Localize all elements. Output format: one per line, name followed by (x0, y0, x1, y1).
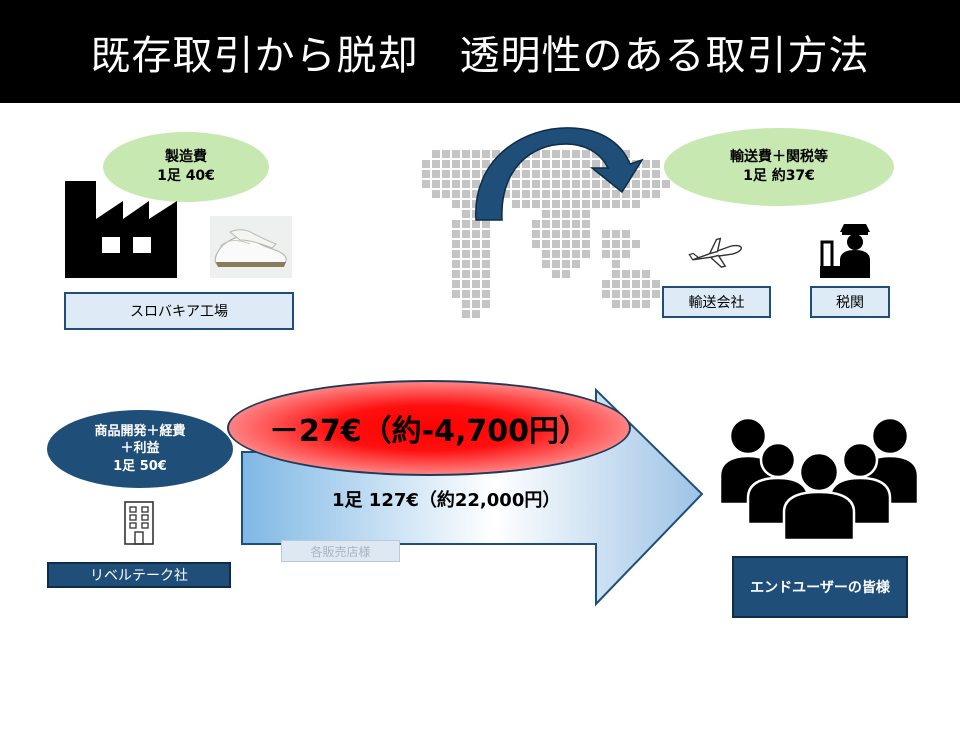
shipping-company-label: 輸送会社 (688, 295, 745, 311)
manufacturing-cost-price: 1足 40€ (157, 168, 215, 184)
airplane-icon (688, 237, 742, 268)
customs-label-box: 税関 (810, 286, 890, 318)
company-cost-bubble: 商品開発＋経費 ＋利益 1足 50€ (47, 410, 233, 488)
shipping-cost-price: 1足 約37€ (743, 168, 815, 184)
retailers-label-box: 各販売店様 (281, 540, 400, 562)
end-users-label: エンドユーザーの皆様 (750, 580, 890, 596)
curved-arrow-icon (475, 127, 644, 221)
manufacturing-cost-bubble: 製造費 1足 40€ (103, 132, 269, 202)
end-users-label-box: エンドユーザーの皆様 (732, 556, 908, 618)
sneaker-icon (210, 216, 292, 278)
building-icon (124, 501, 154, 545)
discount-text: －27€（約-4,700円） (269, 414, 589, 449)
company-label: リベルテーク社 (90, 568, 188, 584)
company-cost-line1: 商品開発＋経費 (94, 423, 186, 439)
company-label-box: リベルテーク社 (47, 562, 231, 588)
company-cost-line2: ＋利益 (120, 441, 160, 457)
customs-officer-icon (820, 224, 870, 278)
factory-label-box: スロバキア工場 (64, 292, 294, 330)
factory-label: スロバキア工場 (130, 304, 228, 320)
company-cost-price: 1足 50€ (113, 458, 167, 474)
manufacturing-cost-label: 製造費 (165, 149, 207, 166)
factory-icon (65, 181, 177, 278)
total-price: 1足 127€（約22,000円） (332, 490, 561, 511)
discount-ellipse: －27€（約-4,700円） (227, 380, 631, 476)
shipping-cost-label: 輸送費＋関税等 (730, 149, 828, 166)
page-title: 既存取引から脱却 透明性のある取引方法 (0, 0, 960, 103)
people-group-icon (718, 416, 920, 542)
retailers-label: 各販売店様 (310, 544, 371, 559)
customs-label: 税関 (836, 295, 864, 311)
shipping-cost-bubble: 輸送費＋関税等 1足 約37€ (664, 128, 894, 206)
shipping-company-label-box: 輸送会社 (662, 286, 771, 318)
